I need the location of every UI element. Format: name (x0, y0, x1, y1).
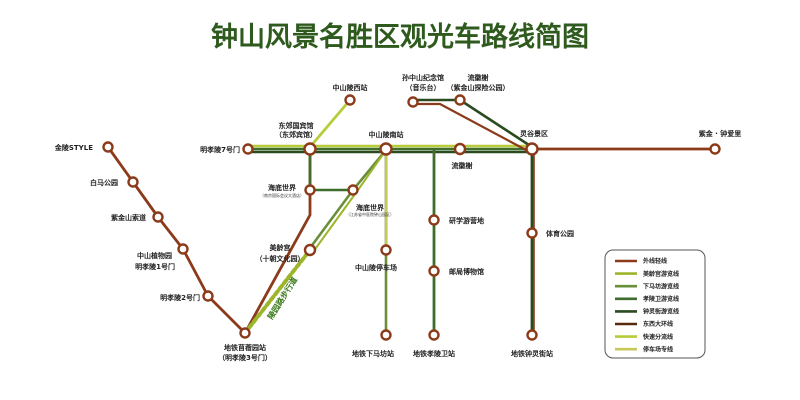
node-zsl-south[interactable] (379, 142, 393, 156)
label-mxl2: 明孝陵2号门 (160, 293, 200, 302)
sun-memorial-loop-b (411, 102, 528, 152)
sun-memorial-loop-a (411, 98, 534, 149)
node-haidi-2[interactable] (347, 184, 359, 196)
node-zijinshan-cableway[interactable] (152, 211, 164, 223)
label-haidi-1-sub: （南京国际会议大酒店） (260, 192, 304, 198)
map-title: 钟山风景名胜区观光车路线简图 (211, 21, 589, 53)
legend-items: 外线轻线美龄宫游览线下马坊游览线孝陵卫游览线钟灵街游览线东西大环线快速分流线停车… (615, 257, 679, 353)
node-zsl-west[interactable] (344, 94, 356, 106)
label-liuhuixie-top-2: （紫金山探险公园） (447, 83, 510, 92)
node-zsl-parking[interactable] (380, 244, 392, 256)
legend-label: 下马坊游览线 (643, 282, 679, 290)
node-yanxiu[interactable] (428, 214, 440, 226)
node-liuhuixie-top[interactable] (454, 94, 466, 106)
label-haidi-2-sub: （江苏省中医院钟山园区） (346, 211, 394, 217)
walk-path-line (243, 248, 312, 335)
label-sports-park: 体育公园 (546, 229, 574, 238)
node-metro-mxlwei[interactable] (428, 329, 440, 341)
label-sun-memorial-2: （音乐台） (406, 83, 441, 92)
node-zijin-zhongaili[interactable] (709, 143, 721, 155)
label-jinling-style: 金陵STYLE (54, 143, 93, 152)
node-haidi-1[interactable] (304, 184, 316, 196)
node-jinling-style[interactable] (102, 141, 114, 153)
outer-line-west (106, 145, 247, 335)
node-dongjiao[interactable] (303, 142, 317, 156)
node-sun-memorial[interactable] (407, 96, 419, 108)
node-metro-xiamafang[interactable] (380, 329, 392, 341)
label-liuhuixie: 流徽榭 (452, 161, 473, 170)
label-zsl-west: 中山陵西站 (333, 83, 368, 92)
node-liuhuixie[interactable] (453, 142, 467, 156)
label-yanxiu: 研学游营地 (449, 216, 484, 225)
legend-label: 孝陵卫游览线 (642, 295, 679, 303)
haidi-loop-1 (308, 150, 355, 192)
label-metro-muxuyuan-2: （明孝陵3号门） (218, 353, 272, 362)
label-metro-muxuyuan-1: 地铁苜蓿园站 (224, 343, 266, 352)
label-meiling-1: 美龄宫 (270, 243, 291, 252)
label-zijin-zhongaili: 紫金 · 钟爱里 (699, 129, 742, 138)
node-postal[interactable] (428, 265, 440, 277)
label-haidi-1: 海底世界 (268, 183, 297, 192)
label-metro-xiamafang: 地铁下马坊站 (352, 349, 394, 358)
haidi-loop-3 (312, 149, 387, 253)
legend-label: 钟灵街游览线 (643, 308, 679, 316)
label-metro-zhongling: 地铁钟灵街站 (511, 349, 553, 358)
label-dongjiao-2: （东郊宾馆） (275, 130, 317, 139)
legend-box (604, 249, 706, 359)
label-liuhuixie-top-1: 流徽榭 (468, 73, 489, 82)
node-linggu[interactable] (525, 142, 539, 156)
node-botanical[interactable] (177, 243, 189, 255)
label-metro-mxlwei: 地铁孝陵卫站 (413, 349, 455, 358)
legend: 外线轻线美龄宫游览线下马坊游览线孝陵卫游览线钟灵街游览线东西大环线快速分流线停车… (604, 249, 706, 359)
node-baima[interactable] (127, 176, 139, 188)
station-labels: 金陵STYLE 白马公园 紫金山索道 中山植物园 明孝陵1号门 明孝陵2号门 地… (54, 73, 741, 362)
node-mxl2[interactable] (202, 290, 214, 302)
legend-label: 东西大环线 (643, 320, 673, 328)
node-metro-zhongling[interactable] (526, 329, 538, 341)
label-postal: 邮局博物馆 (449, 267, 484, 276)
legend-label: 快速分流线 (642, 333, 673, 341)
legend-label: 外线轻线 (642, 257, 667, 265)
label-meiling-2: （十朝文化园） (256, 254, 305, 263)
label-zsl-parking: 中山陵停车场 (355, 263, 397, 272)
label-mxl7: 明孝陵7号门 (200, 145, 240, 154)
station-nodes (102, 94, 721, 341)
node-sports-park[interactable] (526, 227, 538, 239)
label-dongjiao-1: 东郊国宾馆 (279, 121, 314, 130)
label-zijinshan-cableway: 紫金山索道 (111, 213, 146, 222)
label-haidi-2: 海底世界 (356, 203, 385, 212)
node-meiling[interactable] (303, 243, 317, 257)
label-botanical-2: 明孝陵1号门 (135, 262, 175, 271)
label-baima: 白马公园 (90, 178, 118, 187)
node-metro-muxuyuan[interactable] (239, 327, 251, 339)
label-sun-memorial-1: 孙中山纪念馆 (402, 73, 444, 82)
label-botanical-1: 中山植物园 (137, 251, 172, 260)
legend-label: 美龄宫游览线 (642, 270, 679, 278)
zsl-west-branch (308, 98, 352, 149)
label-zsl-south: 中山陵南站 (369, 130, 404, 139)
legend-label: 停车场专线 (643, 345, 673, 353)
node-mxl7[interactable] (242, 143, 254, 155)
label-linggu: 灵谷景区 (520, 129, 548, 138)
